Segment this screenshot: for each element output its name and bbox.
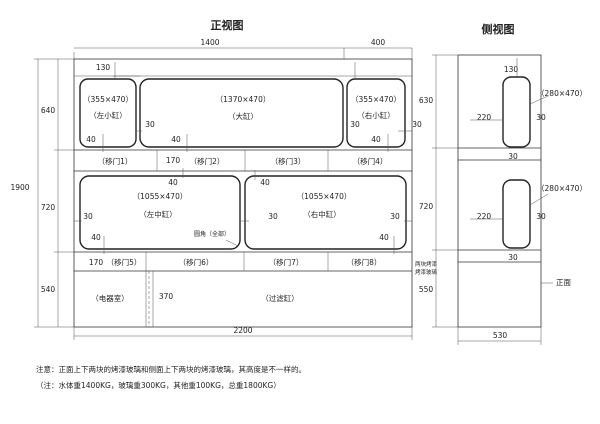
dim-40-mid-b: 40	[260, 178, 270, 187]
dim-170-r2: 170	[89, 258, 104, 267]
dim-370: 370	[159, 292, 174, 301]
dim-30-right-edge: 30	[412, 120, 422, 129]
door-6: （移门6）	[179, 257, 214, 267]
right-small-tank	[346, 78, 406, 148]
dim-30-side-bottom: 30	[536, 212, 546, 221]
main-tank-size: （1370×470）	[216, 95, 271, 104]
glass-note-2: 烤漆玻璃	[415, 268, 438, 276]
dim-540: 540	[41, 285, 56, 294]
side-size-top: （280×470）	[537, 89, 587, 98]
dim-40-r1-b: 40	[171, 135, 181, 144]
round-corner-note: 圆角（全部）	[194, 230, 230, 238]
main-tank	[139, 78, 344, 148]
side-outline	[457, 54, 542, 328]
dim-30-side-low: 30	[508, 253, 518, 262]
dim-720-side: 720	[419, 202, 434, 211]
dim-2200: 2200	[233, 326, 252, 335]
main-tank-name: （大缸）	[228, 111, 258, 121]
glass-note-1: 两块烤漆	[415, 260, 438, 268]
electric-room: （电器室）	[91, 293, 129, 303]
dim-30-mid-left: 30	[83, 212, 93, 221]
door-5: （移门5）	[107, 257, 142, 267]
side-size-bottom: （280×470）	[537, 184, 587, 193]
dim-30-side-top: 30	[536, 113, 546, 122]
left-mid-name: （左中缸）	[139, 209, 177, 219]
dim-640: 640	[41, 106, 56, 115]
side-view: 130 （280×470） 220 30 30 （280×470） 220 30…	[419, 54, 587, 345]
left-small-tank	[79, 78, 137, 148]
dim-40-low-a: 40	[91, 233, 101, 242]
door-7: （移门7）	[269, 257, 304, 267]
note-line-2: （注：水体重1400KG，玻璃重300KG，其他重100KG，总重1800KG）	[36, 380, 281, 390]
left-middle-tank	[79, 175, 241, 250]
note-line-1: 注意：正面上下两块的烤漆玻璃和侧面上下两块的烤漆玻璃，其高度是不一样的。	[36, 364, 306, 374]
dim-170-r1: 170	[166, 156, 181, 165]
dim-400: 400	[371, 38, 386, 47]
right-small-name: （右小缸）	[357, 110, 395, 120]
dim-1400: 1400	[200, 38, 219, 47]
right-small-size: （355×470）	[351, 95, 401, 104]
filter-tank: （过滤缸）	[261, 293, 299, 303]
door-8: （移门8）	[347, 257, 382, 267]
front-outline	[73, 58, 413, 328]
dim-130-side: 130	[504, 65, 519, 74]
side-view-title: 侧视图	[482, 22, 515, 36]
door-2: （移门2）	[190, 156, 225, 166]
dim-1900: 1900	[10, 183, 29, 192]
left-mid-size: （1055×470）	[133, 192, 188, 201]
dim-40-r1-a: 40	[86, 135, 96, 144]
door-4: （移门4）	[353, 156, 388, 166]
side-top-tank	[502, 76, 531, 148]
dim-40-low-b: 40	[379, 233, 389, 242]
dim-530: 530	[493, 331, 508, 340]
dim-30-right-small: 30	[350, 120, 360, 129]
front-view-title: 正视图	[211, 18, 244, 32]
dim-30-main-left: 30	[145, 120, 155, 129]
dim-130-front: 130	[96, 63, 111, 72]
dim-30-mid-center: 30	[268, 212, 278, 221]
dim-30-mid-right: 30	[390, 212, 400, 221]
door-1: （移门1）	[98, 156, 133, 166]
dim-40-mid-a: 40	[168, 178, 178, 187]
dim-630: 630	[419, 96, 434, 105]
dim-220-top: 220	[477, 113, 492, 122]
left-small-size: （355×470）	[83, 95, 133, 104]
door-3: （移门3）	[271, 156, 306, 166]
front-side-label: 正面	[556, 278, 571, 287]
right-mid-name: （右中缸）	[303, 209, 341, 219]
right-middle-tank	[244, 175, 407, 250]
dim-720: 720	[41, 203, 56, 212]
dim-550: 550	[419, 285, 434, 294]
left-small-name: （左小缸）	[89, 110, 127, 120]
side-bottom-tank	[502, 179, 531, 249]
dim-40-r1-c: 40	[371, 135, 381, 144]
dim-30-side-mid: 30	[508, 152, 518, 161]
front-view: （355×470） （左小缸） （1370×470） （大缸） （355×470…	[10, 38, 438, 340]
dim-220-bottom: 220	[477, 212, 492, 221]
right-mid-size: （1055×470）	[297, 192, 352, 201]
